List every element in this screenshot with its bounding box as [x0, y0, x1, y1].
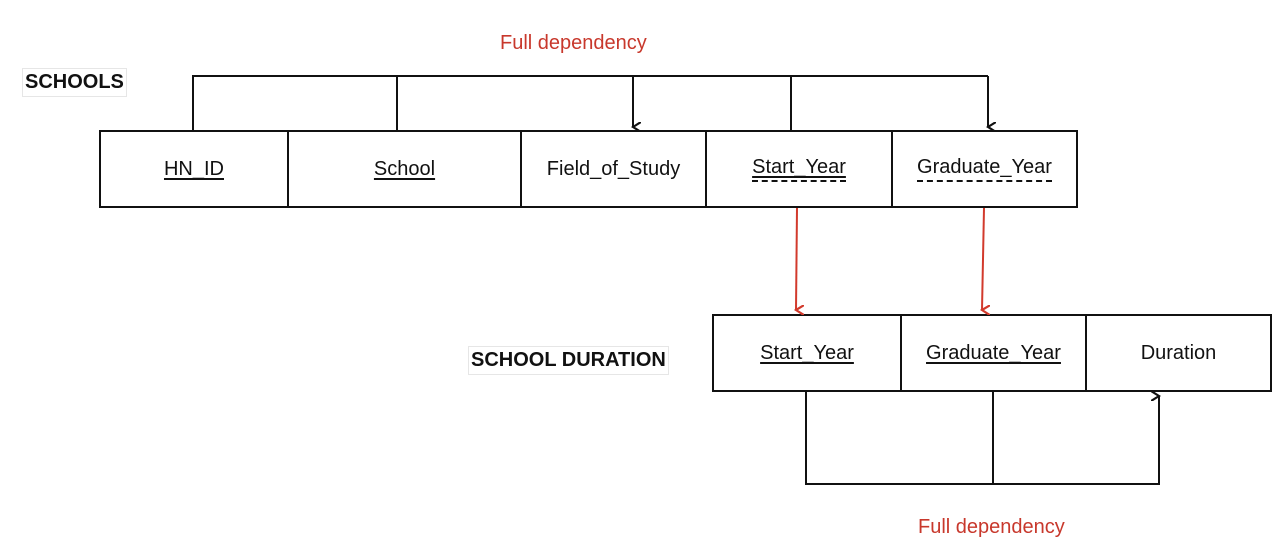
schools-col-hn-id: HN_ID [101, 132, 289, 206]
top-dependency-bracket [192, 75, 988, 130]
schools-col-start-year: Start_Year [707, 132, 893, 206]
duration-col-start-year-label: Start_Year [760, 341, 854, 364]
schools-table-title: SCHOOLS [22, 68, 127, 97]
full-dependency-label-top: Full dependency [500, 32, 647, 54]
schools-col-field-of-study: Field_of_Study [522, 132, 707, 206]
schools-table: HN_ID School Field_of_Study Start_Year G… [99, 130, 1078, 208]
duration-col-graduate-year: Graduate_Year [902, 316, 1087, 390]
bottom-dependency-bracket [805, 392, 1159, 485]
bottom-bracket-frame [805, 392, 1159, 485]
reference-arrow-start-year [796, 207, 797, 310]
full-dependency-label-bottom: Full dependency [918, 516, 1065, 538]
school-duration-table: Start_Year Graduate_Year Duration [712, 314, 1272, 392]
duration-col-graduate-year-label: Graduate_Year [926, 341, 1061, 364]
top-bracket-frame [192, 75, 988, 130]
duration-col-duration-label: Duration [1140, 341, 1217, 364]
schools-col-graduate-year-label: Graduate_Year [917, 156, 1052, 182]
reference-arrows [796, 207, 984, 310]
school-duration-table-title: SCHOOL DURATION [468, 346, 669, 375]
schools-col-school-label: School [373, 157, 436, 180]
schools-col-start-year-label: Start_Year [752, 156, 846, 182]
duration-col-start-year: Start_Year [714, 316, 902, 390]
reference-arrow-graduate-year [982, 207, 984, 310]
schools-col-school: School [289, 132, 522, 206]
schools-col-graduate-year: Graduate_Year [893, 132, 1076, 206]
schools-col-field-of-study-label: Field_of_Study [546, 157, 681, 180]
duration-col-duration: Duration [1087, 316, 1270, 390]
schools-col-hn-id-label: HN_ID [163, 157, 224, 180]
